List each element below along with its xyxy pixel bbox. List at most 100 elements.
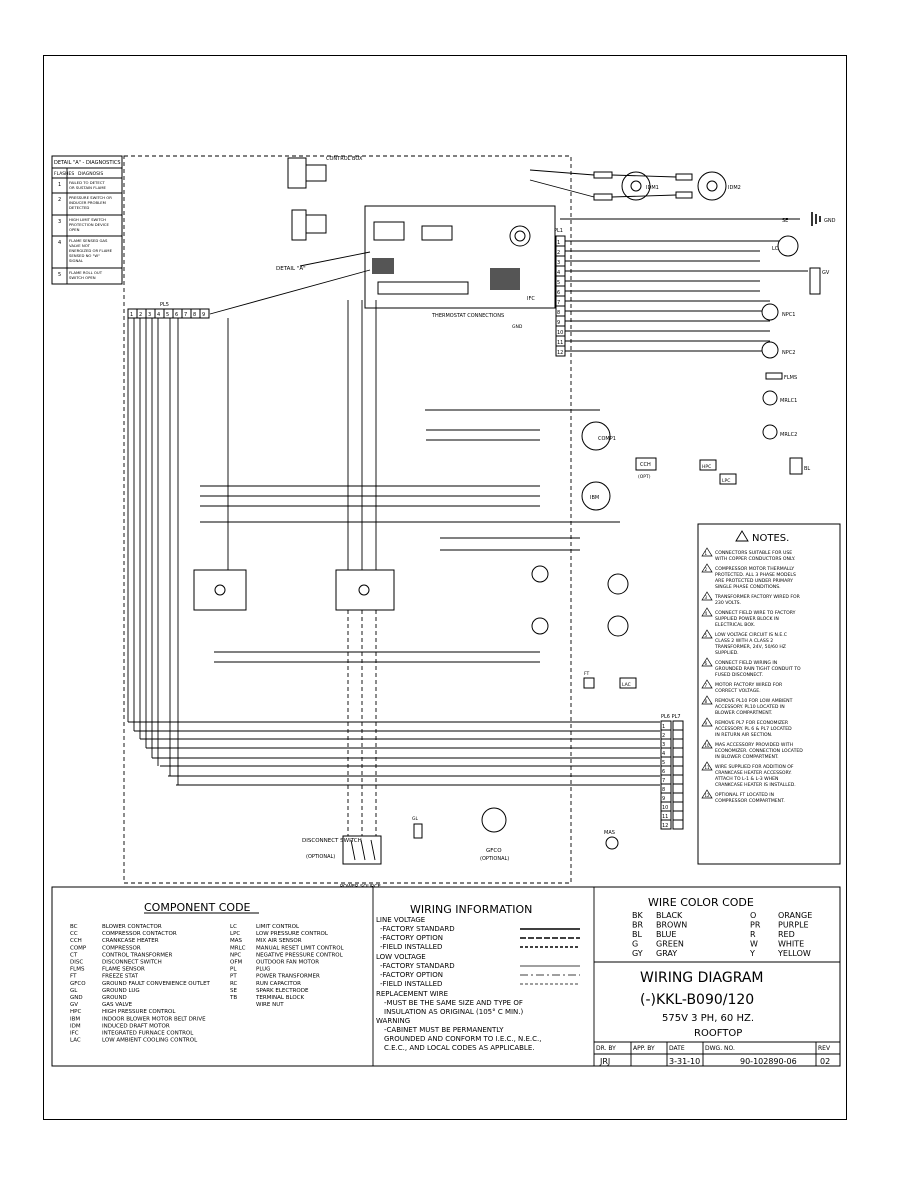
pl5-pin-number: 6 <box>175 312 178 318</box>
notes-title-icon <box>735 530 749 542</box>
note-number-triangle <box>701 679 713 689</box>
bl-plug <box>789 457 803 475</box>
note-text: IN RETURN AIR SECTION. <box>715 732 772 738</box>
pl1-pin-number: 4 <box>557 270 560 276</box>
component-code-desc: GROUND <box>102 995 127 1001</box>
component-code-abbr: MAS <box>230 938 243 944</box>
control-box-outline <box>123 155 572 884</box>
note-text: GROUNDED RAIN TIGHT CONDUIT TO <box>715 666 801 672</box>
mrlc2-label: MRLC2 <box>780 432 797 438</box>
pl5-pin-number: 9 <box>202 312 205 318</box>
note-number-triangle <box>701 717 713 727</box>
component-code-abbr: FT <box>70 974 77 980</box>
ibm-label: IBM <box>590 495 599 501</box>
diag-row-text: OPEN <box>69 227 80 232</box>
pl6-pin-number: 9 <box>662 796 665 802</box>
note-number: 5 <box>705 633 708 638</box>
ibm-indoor-blower <box>581 481 611 511</box>
pl5-pin-number: 8 <box>193 312 196 318</box>
control-transformers <box>287 157 327 241</box>
lac-label: LAC <box>622 682 631 688</box>
diag-row-text: FLAME SENSED GAS <box>69 238 108 243</box>
pl7-pin <box>672 819 684 830</box>
component-code-abbr: HPC <box>70 1009 81 1015</box>
wire-color-name: BLUE <box>656 930 676 939</box>
note-number-triangle <box>701 761 713 771</box>
pl6-pin-number: 7 <box>662 778 665 784</box>
component-code-abbr: PT <box>230 974 237 980</box>
pl6-pin-number: 3 <box>662 742 665 748</box>
pl5-pin-number: 4 <box>157 312 160 318</box>
line-voltage-item: -FACTORY STANDARD <box>380 925 455 933</box>
body-wire-lines <box>127 300 660 786</box>
pl1-pin-number: 9 <box>557 320 560 326</box>
lac-control <box>619 677 637 689</box>
wire-color-title: WIRE COLOR CODE <box>648 896 754 909</box>
mrlc2-switch <box>762 424 778 440</box>
pl5-pin-number: 5 <box>166 312 169 318</box>
component-code-desc: SPARK ELECTRODE <box>256 988 309 994</box>
wire-color-name: ORANGE <box>778 911 812 920</box>
diag-row-text: INDUCER PROBLEM <box>69 200 106 205</box>
note-text: COMPRESSOR COMPARTMENT. <box>715 798 785 804</box>
rc1-capacitor <box>531 617 549 635</box>
note-number: 3 <box>705 595 708 600</box>
rev-label: REV <box>818 1045 831 1052</box>
note-text: COMPRESSOR MOTOR THERMALLY <box>715 566 794 572</box>
gfco-label: GFCO <box>486 848 502 854</box>
date-value: 3-31-10 <box>669 1057 700 1066</box>
lc-label: LC <box>772 246 779 252</box>
note-number-triangle <box>701 547 713 557</box>
warning-text: C.E.C., AND LOCAL CODES AS APPLICABLE. <box>384 1044 534 1052</box>
diag-row-text: VALVE NOT <box>69 243 91 248</box>
pl6-pin-number: 5 <box>662 760 665 766</box>
disconnect-label: DISCONNECT SWITCH <box>302 838 362 844</box>
note-number: 1 <box>705 551 708 556</box>
gv-gas-valve <box>809 267 821 295</box>
wiring-info-list: LINE VOLTAGE-FACTORY STANDARD-FACTORY OP… <box>376 916 580 1052</box>
pl7-pin <box>672 783 684 794</box>
pl1-label: PL1 <box>554 228 563 234</box>
diag-row-num: 3 <box>58 219 61 225</box>
wire-color-abbr: R <box>750 930 756 939</box>
notes-title: NOTES. <box>752 533 789 544</box>
component-code-desc: MIX AIR SENSOR <box>256 938 302 944</box>
wire-color-name: WHITE <box>778 940 804 949</box>
pl6-pin-number: 8 <box>662 787 665 793</box>
note-text: WIRE SUPPLIED FOR ADDITION OF <box>715 764 794 770</box>
pl7-pin <box>672 801 684 812</box>
cch-label: CCH <box>640 462 651 468</box>
component-code-desc: LIMIT CONTROL <box>256 924 300 930</box>
component-code-abbr: LC <box>230 924 237 930</box>
mrlc1-label: MRLC1 <box>780 398 797 404</box>
npc2-switch <box>761 341 779 359</box>
component-code-desc: INDOOR BLOWER MOTOR BELT DRIVE <box>102 1016 206 1022</box>
disconnect-optional-label: (OPTIONAL) <box>306 854 335 860</box>
ifc-board: THERMOSTAT CONNECTIONS IFC GND <box>364 205 556 330</box>
component-code-desc: INDUCED DRAFT MOTOR <box>102 1023 170 1029</box>
replacement-text: -MUST BE THE SAME SIZE AND TYPE OF <box>384 999 523 1007</box>
note-text: CRANKCASE HEATER ACCESSORY. <box>715 770 792 776</box>
component-code-desc: GROUND LUG <box>102 988 140 994</box>
flms-label: FLMS <box>784 375 797 381</box>
warning-heading: WARNING <box>376 1017 410 1025</box>
component-code-abbr: IFC <box>70 1031 79 1037</box>
component-code-desc: RUN CAPACITOR <box>256 981 301 987</box>
gl-label: GL <box>412 816 418 822</box>
component-code-desc: OUTDOOR FAN MOTOR <box>256 960 319 966</box>
wire-color-name: GRAY <box>656 949 677 958</box>
component-code-desc: COMPRESSOR CONTACTOR <box>102 931 177 937</box>
comp1-compressor <box>581 421 611 451</box>
component-code-desc: GAS VALVE <box>102 1002 133 1008</box>
note-text: ARE PROTECTED UNDER PRIMARY <box>715 578 793 584</box>
note-number-triangle <box>701 739 713 749</box>
comp1-label: COMP1 <box>598 436 616 442</box>
pl6-pin-number: 1 <box>662 724 665 730</box>
component-code-abbr: LPC <box>230 931 240 937</box>
component-code-abbr: GL <box>70 988 78 994</box>
pl7-pin <box>672 810 684 821</box>
note-text: CONNECT FIELD WIRE TO FACTORY <box>715 610 796 616</box>
line-voltage-item: -FACTORY OPTION <box>380 934 443 942</box>
